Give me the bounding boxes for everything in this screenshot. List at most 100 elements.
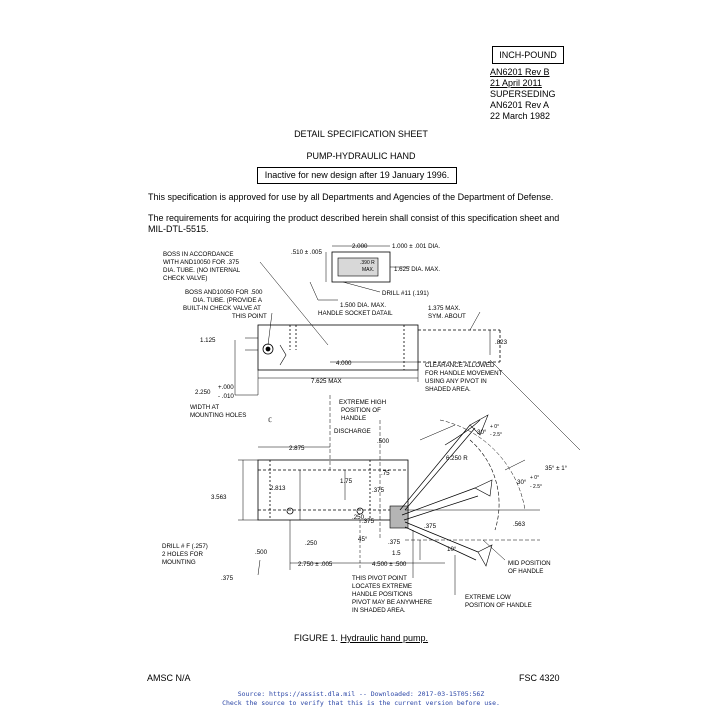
top-view-dims: 1.125 .823 4.000 7.625 MAX 2.250 +.000 -… xyxy=(190,337,508,424)
dim-30-tol: + 0° xyxy=(490,424,499,430)
clearance-line: SHADED AREA. xyxy=(425,386,471,393)
socket-note-line: 1.500 DIA. MAX. xyxy=(340,302,386,309)
dim-2813: 2.813 xyxy=(270,485,286,492)
superseding-label: SUPERSEDING xyxy=(490,89,556,99)
extreme-high-line: EXTREME HIGH xyxy=(339,399,386,406)
dim-3563: 3.563 xyxy=(211,494,227,501)
dim-2875: 2.875 xyxy=(289,445,305,452)
drill-11-note: DRILL #11 (.191) xyxy=(382,290,429,297)
dim-2250: 2.250 xyxy=(195,389,211,396)
dim-30-tol-b: - 2.5° xyxy=(530,484,542,490)
figure-title: Hydraulic hand pump. xyxy=(340,633,429,643)
inactive-notice: Inactive for new design after 19 January… xyxy=(257,167,457,184)
extreme-low-line: EXTREME LOW xyxy=(465,594,511,601)
dim-1000-dia: 1.000 ± .001 DIA. xyxy=(392,243,440,250)
dim-1125: 1.125 xyxy=(200,337,216,344)
amsc-label: AMSC N/A xyxy=(147,673,191,683)
sym-note-line: SYM. ABOUT xyxy=(428,313,466,320)
dim-6250-r: 6.250 R xyxy=(446,455,468,462)
dim-4500: 4.500 ± .500 xyxy=(372,561,407,568)
item-title: PUMP-HYDRAULIC HAND xyxy=(306,151,416,161)
socket-dims: .510 ± .005 2.000 1.000 ± .001 DIA. .390… xyxy=(291,243,466,320)
dim-2250-plus: +.000 xyxy=(218,384,234,391)
source-line: Source: https://assist.dla.mil -- Downlo… xyxy=(237,690,485,698)
pivot-line: HANDLE POSITIONS xyxy=(352,591,413,598)
dim-250: .250 xyxy=(352,514,365,521)
revision-line: AN6201 Rev B xyxy=(490,67,550,77)
width-note-line: WIDTH AT xyxy=(190,404,219,411)
boss-500-line: DIA. TUBE. (PROVIDE A xyxy=(193,297,263,304)
socket-note-line: HANDLE SOCKET DATAIL xyxy=(318,310,393,317)
dim-max: MAX. xyxy=(362,267,374,273)
dim-30-deg-b: 30° xyxy=(517,479,527,486)
dim-510: .510 ± .005 xyxy=(291,249,322,256)
dim-1-5: 1.5 xyxy=(392,550,401,557)
superseded-date: 22 March 1982 xyxy=(490,111,551,121)
approval-paragraph: This specification is approved for use b… xyxy=(148,192,554,202)
dim-500-b: .500 xyxy=(255,549,268,556)
boss-375-line: DIA. TUBE. (NO INTERNAL xyxy=(163,267,241,274)
drill-f-line: MOUNTING xyxy=(162,559,196,566)
dim-10-deg: 10° xyxy=(447,546,457,553)
drill-f-line: 2 HOLES FOR xyxy=(162,551,203,558)
extreme-high-line: HANDLE xyxy=(341,415,366,422)
extreme-high-line: POSITION OF xyxy=(341,407,381,414)
boss-375-line: BOSS IN ACCORDANCE xyxy=(163,251,233,258)
dim-563: .563 xyxy=(513,521,526,528)
dim-1625-dia: 1.625 DIA. MAX. xyxy=(394,266,440,273)
revision-date: 21 April 2011 xyxy=(490,78,542,88)
mid-position-line: OF HANDLE xyxy=(508,568,543,575)
sheet-title: DETAIL SPECIFICATION SHEET xyxy=(294,129,428,139)
dim-35-deg: 35° ± 1° xyxy=(545,465,568,472)
inch-pound-box: INCH-POUND xyxy=(492,46,564,64)
dim-175: 1.75 xyxy=(340,478,353,485)
dim-500: .500 xyxy=(377,438,390,445)
pivot-line: IN SHADED AREA. xyxy=(352,607,406,614)
dim-375: .375 xyxy=(372,487,385,494)
boss-500-line: BOSS AND10050 FOR .500 xyxy=(185,289,263,296)
fsc-label: FSC 4320 xyxy=(519,673,560,683)
source-verify-line: Check the source to verify that this is … xyxy=(222,699,500,707)
width-note-line: MOUNTING HOLES xyxy=(190,412,246,419)
dim-375-e: .375 xyxy=(424,523,437,530)
dim-30-deg: 30° xyxy=(477,429,487,436)
dim-45-deg: 45° xyxy=(358,536,368,543)
superseded-rev: AN6201 Rev A xyxy=(490,100,550,110)
dim-2000: 2.000 xyxy=(352,243,368,250)
dim-2750: 2.750 ± .005 xyxy=(298,561,333,568)
clearance-line: FOR HANDLE MOVEMENT xyxy=(425,370,503,377)
dim-375-c: .375 xyxy=(388,539,401,546)
sym-note-line: 1.375 MAX. xyxy=(428,305,461,312)
dim-30-tol-b: + 0° xyxy=(530,475,539,481)
handle-dims: 6.250 R 30° + 0° - 2.5° 30° + 0° - 2.5° … xyxy=(424,424,568,609)
mid-position-line: MID POSITION xyxy=(508,560,551,567)
pivot-line: PIVOT MAY BE ANYWHERE xyxy=(352,599,432,606)
discharge-note: DISCHARGE xyxy=(334,428,371,435)
clearance-line: CLEARANCE ALLOWED xyxy=(425,362,495,369)
clearance-line: USING ANY PIVOT IN xyxy=(425,378,487,385)
dim-375-d: .375 xyxy=(221,575,234,582)
boss-500-line: BUILT-IN CHECK VALVE AT xyxy=(183,305,261,312)
dim-4000: 4.000 xyxy=(336,360,352,367)
boss-notes: BOSS IN ACCORDANCE WITH AND10050 FOR .37… xyxy=(163,251,267,320)
dim-75: .75 xyxy=(381,470,390,477)
dim-30-tol: - 2.5° xyxy=(490,432,502,438)
figure-caption: FIGURE 1. Hydraulic hand pump. xyxy=(0,633,722,643)
boss-500-line: THIS POINT xyxy=(232,313,267,320)
dim-7625: 7.625 MAX xyxy=(311,378,342,385)
dim-250-b: .250 xyxy=(305,540,318,547)
side-view-dims: EXTREME HIGH POSITION OF HANDLE DISCHARG… xyxy=(162,399,432,614)
dim-823: .823 xyxy=(495,339,508,346)
dim-390-r: .390 R xyxy=(360,260,375,266)
pivot-line: THIS PIVOT POINT xyxy=(352,575,407,582)
extreme-low-line: POSITION OF HANDLE xyxy=(465,602,532,609)
pivot-line: LOCATES EXTREME xyxy=(352,583,412,590)
boss-375-line: CHECK VALVE) xyxy=(163,275,207,282)
boss-375-line: WITH AND10050 FOR .375 xyxy=(163,259,240,266)
dim-2250-minus: - .010 xyxy=(218,393,234,400)
requirements-paragraph: The requirements for acquiring the produ… xyxy=(148,213,560,234)
figure-number: FIGURE 1. xyxy=(293,633,338,643)
centerline-symbol: ℂ xyxy=(268,417,272,424)
revision-block: AN6201 Rev B 21 April 2011 SUPERSEDING A… xyxy=(490,67,556,122)
